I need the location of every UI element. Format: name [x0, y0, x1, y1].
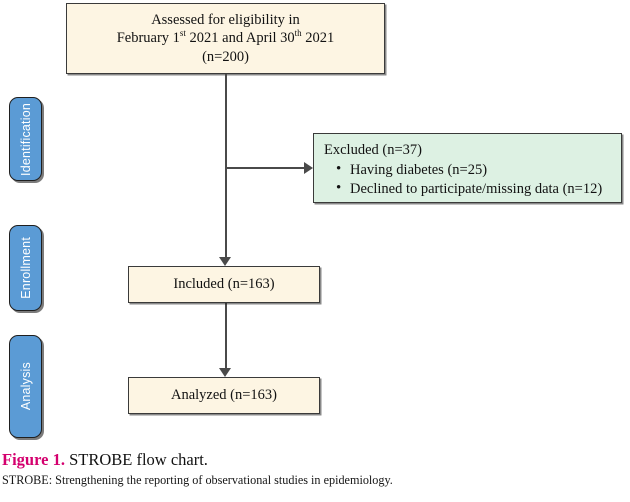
arrowhead-to-analyzed-icon [219, 368, 231, 377]
analyzed-label: Analyzed (n=163) [170, 387, 278, 404]
assessed-count: (n=200) [202, 48, 249, 65]
node-included: Included (n=163) [128, 266, 320, 303]
assessed-date-end: 2021 [301, 30, 335, 47]
figure-number-label: Figure 1. [2, 450, 65, 469]
assessed-line-2: February 1st 2021 and April 30th 2021 [117, 29, 335, 48]
stage-label-analysis: Analysis [18, 362, 33, 411]
arrowhead-to-excluded-icon [304, 162, 313, 174]
stage-label-enrollment: Enrollment [18, 237, 33, 299]
stage-chip-enrollment: Enrollment [9, 225, 42, 311]
connector-assessed-to-included [225, 74, 227, 258]
stage-label-identification: Identification [18, 102, 33, 176]
caption-main-line: Figure 1. STROBE flow chart. [2, 450, 626, 470]
arrowhead-to-included-icon [219, 257, 231, 266]
assessed-ordinal-st: st [179, 28, 186, 39]
connector-branch-to-excluded [225, 167, 305, 169]
excluded-reason-list: Having diabetes (n=25) Declined to parti… [324, 160, 613, 199]
assessed-date-mid: 2021 and April 30 [185, 30, 295, 47]
stage-chip-identification: Identification [9, 97, 42, 181]
assessed-ordinal-th: th [294, 28, 302, 39]
caption-abbreviation-note: STROBE: Strengthening the reporting of o… [2, 472, 393, 487]
assessed-line-1: Assessed for eligibility in [151, 11, 300, 28]
connector-included-to-analyzed [225, 303, 227, 369]
node-excluded: Excluded (n=37) Having diabetes (n=25) D… [313, 133, 622, 203]
node-assessed-for-eligibility: Assessed for eligibility in February 1st… [66, 3, 385, 74]
stage-chip-analysis: Analysis [9, 335, 42, 438]
excluded-heading: Excluded (n=37) [324, 142, 422, 158]
figure-caption: Figure 1. STROBE flow chart. STROBE: Str… [2, 450, 626, 488]
excluded-reason-item: Having diabetes (n=25) [336, 160, 613, 180]
node-analyzed: Analyzed (n=163) [128, 377, 320, 414]
assessed-date-start: February 1 [116, 30, 180, 47]
assessed-text-group: Assessed for eligibility in February 1st… [117, 11, 335, 67]
excluded-reason-item: Declined to participate/missing data (n=… [336, 179, 613, 199]
figure-caption-title: STROBE flow chart. [64, 450, 208, 469]
included-label: Included (n=163) [173, 276, 275, 293]
